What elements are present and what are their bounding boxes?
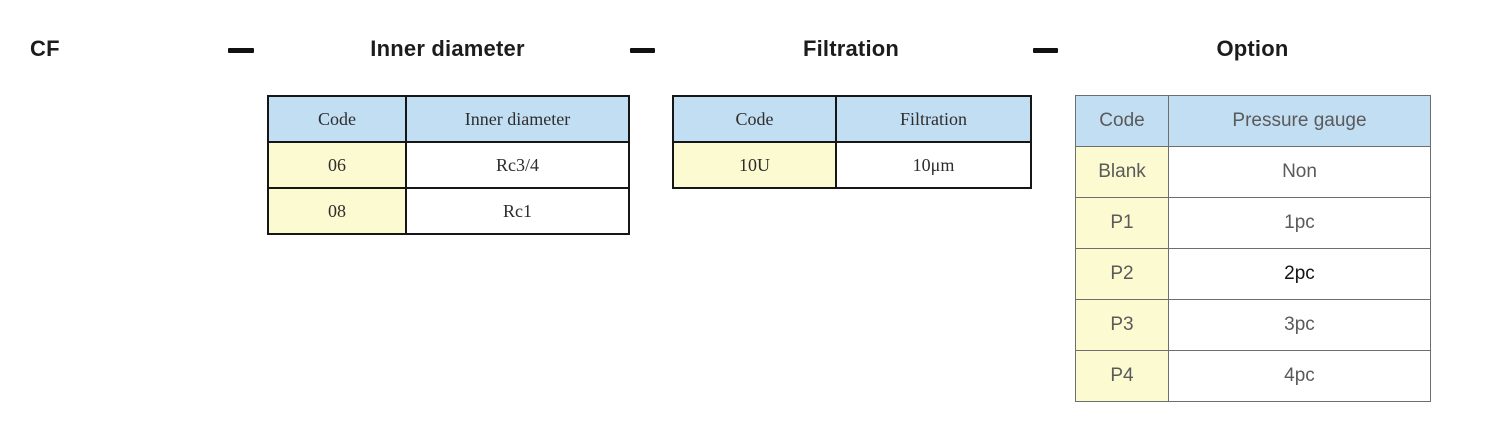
- option-code-p1: P1: [1075, 197, 1169, 249]
- inner-diameter-header-value: Inner diameter: [405, 95, 630, 143]
- table-row: P3 3pc: [1075, 299, 1431, 351]
- option-code-p4: P4: [1075, 350, 1169, 402]
- inner-diameter-code-06: 06: [267, 141, 407, 189]
- option-table: Code Pressure gauge Blank Non P1 1pc P2 …: [1075, 95, 1431, 402]
- option-header-code: Code: [1075, 95, 1169, 147]
- table-header-row: Code Inner diameter: [267, 95, 630, 143]
- option-value-4pc: 4pc: [1168, 350, 1431, 402]
- option-code-blank: Blank: [1075, 146, 1169, 198]
- table-row: P4 4pc: [1075, 350, 1431, 402]
- separator-dash-2: [630, 48, 655, 53]
- table-row: 08 Rc1: [267, 187, 630, 235]
- filtration-code-10u: 10U: [672, 141, 837, 189]
- option-value-non: Non: [1168, 146, 1431, 198]
- option-value-3pc: 3pc: [1168, 299, 1431, 351]
- separator-dash-1: [228, 48, 254, 53]
- section-title-inner-diameter: Inner diameter: [370, 36, 525, 61]
- section-title-filtration: Filtration: [802, 36, 900, 61]
- inner-diameter-value-rc34: Rc3/4: [405, 141, 630, 189]
- filtration-value-10um: 10μm: [835, 141, 1032, 189]
- option-value-1pc: 1pc: [1168, 197, 1431, 249]
- option-value-2pc: 2pc: [1168, 248, 1431, 300]
- table-row: P2 2pc: [1075, 248, 1431, 300]
- option-code-p3: P3: [1075, 299, 1169, 351]
- table-header-row: Code Pressure gauge: [1075, 95, 1431, 147]
- table-row: P1 1pc: [1075, 197, 1431, 249]
- section-title-option: Option: [1216, 36, 1289, 61]
- table-row: Blank Non: [1075, 146, 1431, 198]
- separator-dash-3: [1033, 48, 1058, 53]
- inner-diameter-code-08: 08: [267, 187, 407, 235]
- filtration-table: Code Filtration 10U 10μm: [672, 95, 1032, 189]
- option-header-pressure-gauge: Pressure gauge: [1168, 95, 1431, 147]
- filtration-header-code: Code: [672, 95, 837, 143]
- table-row: 06 Rc3/4: [267, 141, 630, 189]
- table-header-row: Code Filtration: [672, 95, 1032, 143]
- inner-diameter-header-code: Code: [267, 95, 407, 143]
- model-prefix: CF: [30, 36, 60, 61]
- filtration-header-value: Filtration: [835, 95, 1032, 143]
- table-row: 10U 10μm: [672, 141, 1032, 189]
- inner-diameter-table: Code Inner diameter 06 Rc3/4 08 Rc1: [267, 95, 630, 235]
- inner-diameter-value-rc1: Rc1: [405, 187, 630, 235]
- option-code-p2: P2: [1075, 248, 1169, 300]
